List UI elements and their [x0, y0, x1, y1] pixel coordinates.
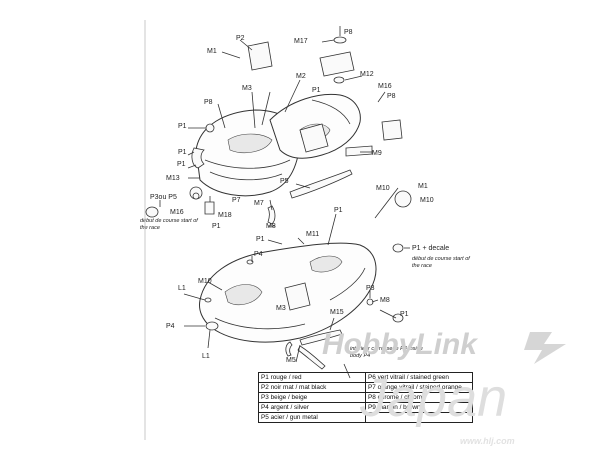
part-label: M3 [276, 305, 286, 312]
part-label: P8 [204, 99, 213, 106]
part-label: M18 [218, 212, 232, 219]
part-label: P5 [280, 178, 289, 185]
part-label: M17 [294, 38, 308, 45]
part-label: P3ou P5 [150, 194, 177, 201]
arrow-logo-icon [524, 332, 566, 364]
lower-car-body [199, 242, 377, 343]
part-label: M2 [296, 73, 306, 80]
part-label: M5 [286, 357, 296, 364]
part-label: P1 [312, 87, 321, 94]
start-of-race-note-upper: début de course start of the race [140, 218, 198, 231]
part-label: P1 [177, 161, 186, 168]
watermark-sub: Japan [359, 368, 507, 428]
part-label: P2 [236, 35, 245, 42]
part-label: P1 [400, 311, 409, 318]
lower-small-parts [204, 190, 412, 370]
part-label: M15 [330, 309, 344, 316]
part-label: P1 [178, 123, 187, 130]
lower-leader-lines [183, 187, 410, 379]
part-labels-lower: P1 M11 P1 P4 M10 L1 P4 L1 M15 M5 P1 M3 M… [166, 183, 449, 364]
part-label: L1 [178, 285, 186, 292]
inside-body-note: intérieur carrosserie P4 inside body P4 [350, 346, 423, 359]
colour-legend: P1 rouge / red P6 vert vitrail / stained… [258, 372, 473, 423]
upper-leader-lines [159, 26, 386, 227]
part-label: P7 [232, 197, 241, 204]
part-label: P3 [366, 285, 375, 292]
watermark-brand: HobbyLink [322, 328, 478, 361]
part-labels-upper: P2 M1 M3 M2 M17 P8 M12 M16 P1 P8 P1 P8 P… [150, 29, 396, 230]
upper-small-parts [145, 36, 403, 225]
part-label: P1 [178, 149, 187, 156]
part-label: M13 [166, 175, 180, 182]
part-label: P1 + decale [412, 245, 449, 252]
part-label: M11 [306, 231, 319, 238]
part-label: M10 [198, 278, 212, 285]
part-label: P4 [166, 323, 175, 330]
part-label: P1 [334, 207, 343, 214]
start-of-race-note-lower: début de course start of the race [412, 256, 470, 269]
hobbylink-watermark: HobbyLink Japan www.hlj.com [322, 328, 566, 446]
part-label: M7 [254, 200, 264, 207]
watermark-url: www.hlj.com [460, 436, 515, 446]
part-label: P8 [344, 29, 353, 36]
part-label: M10 [420, 197, 434, 204]
part-label: M16 [170, 209, 184, 216]
part-label: M1 [207, 48, 217, 55]
assembly-notes: début de course start of the race début … [140, 218, 470, 359]
part-label: M16 [378, 83, 392, 90]
part-label: M10 [376, 185, 390, 192]
legend-row: P5 acier / gun metal [258, 412, 473, 423]
part-label: M8 [380, 297, 390, 304]
part-label: M3 [242, 85, 252, 92]
legend-cell [365, 412, 473, 423]
part-label: P1 [212, 223, 221, 230]
part-label: M8 [266, 223, 276, 230]
part-label: P4 [254, 251, 263, 258]
part-label: P1 [256, 236, 265, 243]
part-label: M9 [372, 150, 382, 157]
part-label: M12 [360, 71, 374, 78]
part-label: L1 [202, 353, 210, 360]
part-label: P8 [387, 93, 396, 100]
part-label: M1 [418, 183, 428, 190]
upper-car-body [195, 93, 361, 197]
